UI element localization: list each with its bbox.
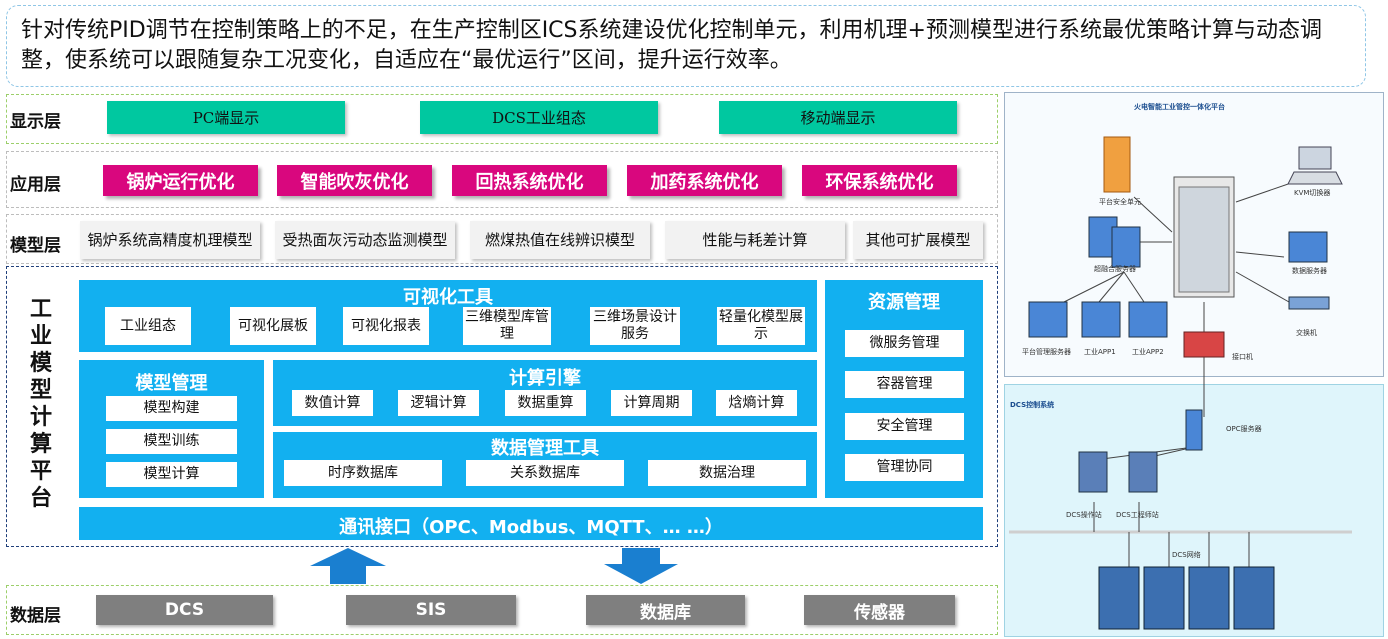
app-item-regenerative: 回热系统优化 [452,165,607,196]
network-diagram: 火电智能工业管控一体化平台 平台安全单元 KVM切换器 超融合服务器 数据服务器… [1004,92,1384,637]
label-opc-server: OPC服务器 [1226,425,1262,433]
interface-machine-icon [1183,331,1225,358]
engine-cycle: 计算周期 [611,390,692,416]
description-banner: 针对传统PID调节在控制策略上的不足，在生产控制区ICS系统建设优化控制单元，利… [6,5,1366,87]
visual-tool-report: 可视化报表 [343,307,429,345]
visual-tools-title: 可视化工具 [403,287,493,308]
platform-title: 工业模型计算平台 [29,297,52,511]
app-item-dosing: 加药系统优化 [627,165,782,196]
model-mgmt-train: 模型训练 [106,429,237,454]
platform-diagram-title: 火电智能工业管控一体化平台 [1134,103,1225,111]
dcs-diagram-title: DCS控制系统 [1010,401,1055,409]
model-item-fouling: 受热面灰污动态监测模型 [275,221,455,259]
dcs-workstation-icons [1078,451,1158,493]
model-item-performance: 性能与耗差计算 [665,221,845,259]
label-data-server: 数据服务器 [1292,267,1327,275]
visual-tool-3d-library: 三维模型库管理 [463,307,551,345]
data-source-sis: SIS [346,595,516,625]
app-server-icons [1028,301,1168,338]
label-platform-mgmt: 平台管理服务器 [1022,348,1071,356]
label-kvm: KVM切换器 [1294,189,1331,197]
app-layer-label: 应用层 [10,175,61,195]
data-tool-relational: 关系数据库 [466,460,624,486]
visual-tool-dashboard: 可视化展板 [230,307,316,345]
data-tools-title: 数据管理工具 [491,438,599,459]
banner-text: 针对传统PID调节在控制策略上的不足，在生产控制区ICS系统建设优化控制单元，利… [21,18,1322,73]
engine-numeric: 数值计算 [292,390,373,416]
app-item-environment: 环保系统优化 [802,165,957,196]
data-tool-timeseries: 时序数据库 [284,460,442,486]
label-security-unit: 平台安全单元 [1099,198,1141,206]
firewall-icon [1103,136,1131,193]
visual-tool-scada: 工业组态 [105,307,191,345]
model-mgmt-build: 模型构建 [106,396,237,421]
opc-server-icon [1185,409,1203,451]
data-server-icon [1288,231,1328,263]
label-app2: 工业APP2 [1132,348,1164,356]
engine-logic: 逻辑计算 [398,390,479,416]
app-item-boiler: 锅炉运行优化 [103,165,258,196]
resource-mgmt-title: 资源管理 [868,292,940,313]
visual-tool-3d-scene: 三维场景设计服务 [590,307,680,345]
engine-enthalpy: 焓熵计算 [716,390,797,416]
display-item-dcs: DCS工业组态 [420,101,658,134]
label-switch: 交换机 [1296,329,1317,337]
model-item-extensible: 其他可扩展模型 [853,221,983,259]
label-dcs-engineer: DCS工程师站 [1116,511,1159,519]
comm-interface-title: 通讯接口（OPC、Modbus、MQTT、… …） [339,517,723,538]
display-layer-label: 显示层 [10,112,61,132]
visual-tool-lightweight: 轻量化模型展示 [717,307,805,345]
model-item-coal: 燃煤热值在线辨识模型 [470,221,650,259]
engine-recompute: 数据重算 [505,390,586,416]
label-dcs-operator: DCS操作站 [1066,511,1102,519]
resource-security: 安全管理 [845,413,964,440]
data-tool-governance: 数据治理 [648,460,806,486]
dcs-cabinet-icons [1098,566,1275,630]
compute-engine-title: 计算引擎 [509,368,581,389]
model-mgmt-compute: 模型计算 [106,462,237,487]
comm-interface-panel [79,507,983,540]
up-arrow-shape [310,548,386,584]
label-interface-machine: 接口机 [1232,353,1253,361]
data-layer-label: 数据层 [10,606,61,626]
display-item-pc: PC端显示 [107,101,345,134]
label-dcs-network: DCS网络 [1172,551,1201,559]
up-arrow-icon [310,548,386,584]
switch-icon [1288,296,1330,310]
hyperconverged-server-icon [1088,216,1141,268]
server-rack-icon [1173,176,1235,298]
laptop-icon [1287,146,1343,185]
data-source-database: 数据库 [586,595,745,625]
down-arrow-icon [604,548,678,584]
resource-collaboration: 管理协同 [845,454,964,481]
display-item-mobile: 移动端显示 [719,101,957,134]
model-item-boiler: 锅炉系统高精度机理模型 [80,221,260,259]
down-arrow-shape [604,548,678,584]
data-source-sensor: 传感器 [804,595,955,625]
data-source-dcs: DCS [96,595,273,625]
visual-tools-panel [79,280,817,352]
model-mgmt-title: 模型管理 [135,373,208,394]
label-hyperconverged: 超融合服务器 [1094,265,1136,273]
network-diagram-graphics [1009,136,1352,630]
model-layer-label: 模型层 [10,236,61,256]
resource-microservice: 微服务管理 [845,330,964,357]
app-item-sootblowing: 智能吹灰优化 [277,165,432,196]
resource-container: 容器管理 [845,371,964,398]
label-app1: 工业APP1 [1084,348,1116,356]
